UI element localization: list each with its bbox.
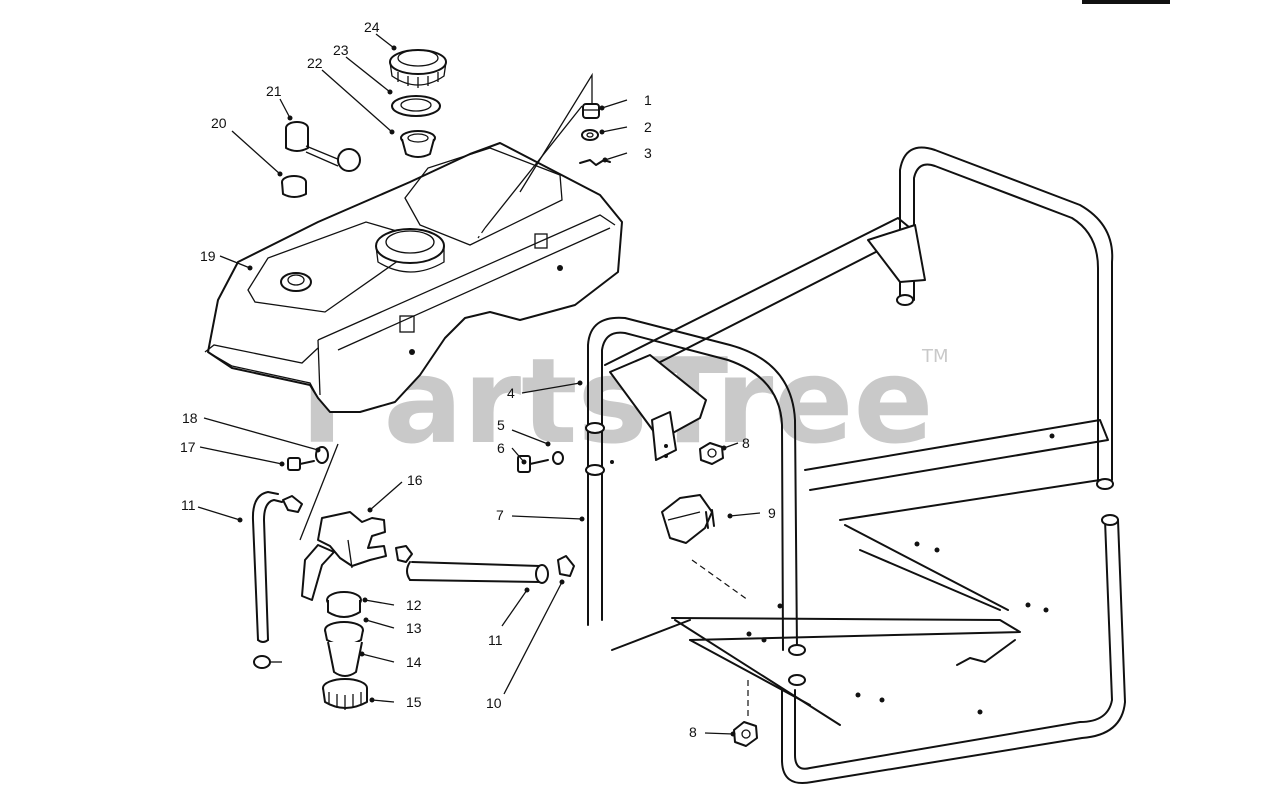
callout-8-upper: 8: [742, 435, 750, 451]
corner-bar: [1082, 0, 1170, 4]
callout-11-left: 11: [181, 497, 196, 513]
callout-7: 7: [496, 507, 504, 523]
callout-19: 19: [200, 248, 216, 264]
callout-6: 6: [497, 440, 505, 456]
washer[interactable]: [581, 129, 599, 141]
hose-clamp-left[interactable]: [282, 495, 303, 513]
callout-9: 9: [768, 505, 776, 521]
tank-plug-tethered[interactable]: [285, 121, 361, 172]
callout-23: 23: [333, 42, 349, 58]
callout-13: 13: [406, 620, 422, 636]
hex-nut-upper[interactable]: [699, 442, 724, 465]
callout-17: 17: [180, 439, 196, 455]
callout-2: 2: [644, 119, 652, 135]
callout-5: 5: [497, 417, 505, 433]
callout-4: 4: [507, 385, 515, 401]
callout-12: 12: [406, 597, 422, 613]
hose-clip[interactable]: [253, 655, 282, 669]
callout-11-right: 11: [488, 632, 503, 648]
fuel-hose-right[interactable]: [406, 561, 549, 584]
callout-18: 18: [182, 410, 198, 426]
tank-plug[interactable]: [281, 175, 307, 198]
callout-22: 22: [307, 55, 323, 71]
fuel-tank[interactable]: [204, 142, 623, 413]
fuel-hose-left[interactable]: [251, 491, 283, 643]
grommet[interactable]: [582, 103, 600, 119]
callout-24: 24: [364, 19, 380, 35]
hose-clamp-right[interactable]: [395, 545, 413, 563]
drain-screw[interactable]: [287, 457, 315, 471]
callout-20: 20: [211, 115, 227, 131]
callout-3: 3: [644, 145, 652, 161]
watermark-trademark: TM: [921, 346, 949, 367]
cap-strainer[interactable]: [400, 130, 436, 158]
lock-washer[interactable]: [552, 451, 564, 465]
callout-8-lower: 8: [689, 724, 697, 740]
callout-1: 1: [644, 92, 652, 108]
callout-16: 16: [407, 472, 423, 488]
frame[interactable]: [585, 146, 1126, 784]
sediment-bowl[interactable]: [322, 591, 368, 710]
callout-labels: 1 2 3 4 5 6 7 8 8 9 10 11 11 12 13 14 15…: [180, 19, 776, 740]
hex-nut-lower[interactable]: [733, 721, 758, 747]
fuel-cap[interactable]: [389, 49, 447, 88]
callout-14: 14: [406, 654, 422, 670]
hose-clamp-10[interactable]: [557, 555, 575, 577]
cap-gasket[interactable]: [391, 95, 441, 117]
callout-21: 21: [266, 83, 282, 99]
rubber-mount[interactable]: [661, 494, 715, 544]
callout-10: 10: [486, 695, 502, 711]
leaders: [197, 33, 761, 737]
fuel-valve[interactable]: [301, 511, 387, 601]
callout-15: 15: [406, 694, 422, 710]
